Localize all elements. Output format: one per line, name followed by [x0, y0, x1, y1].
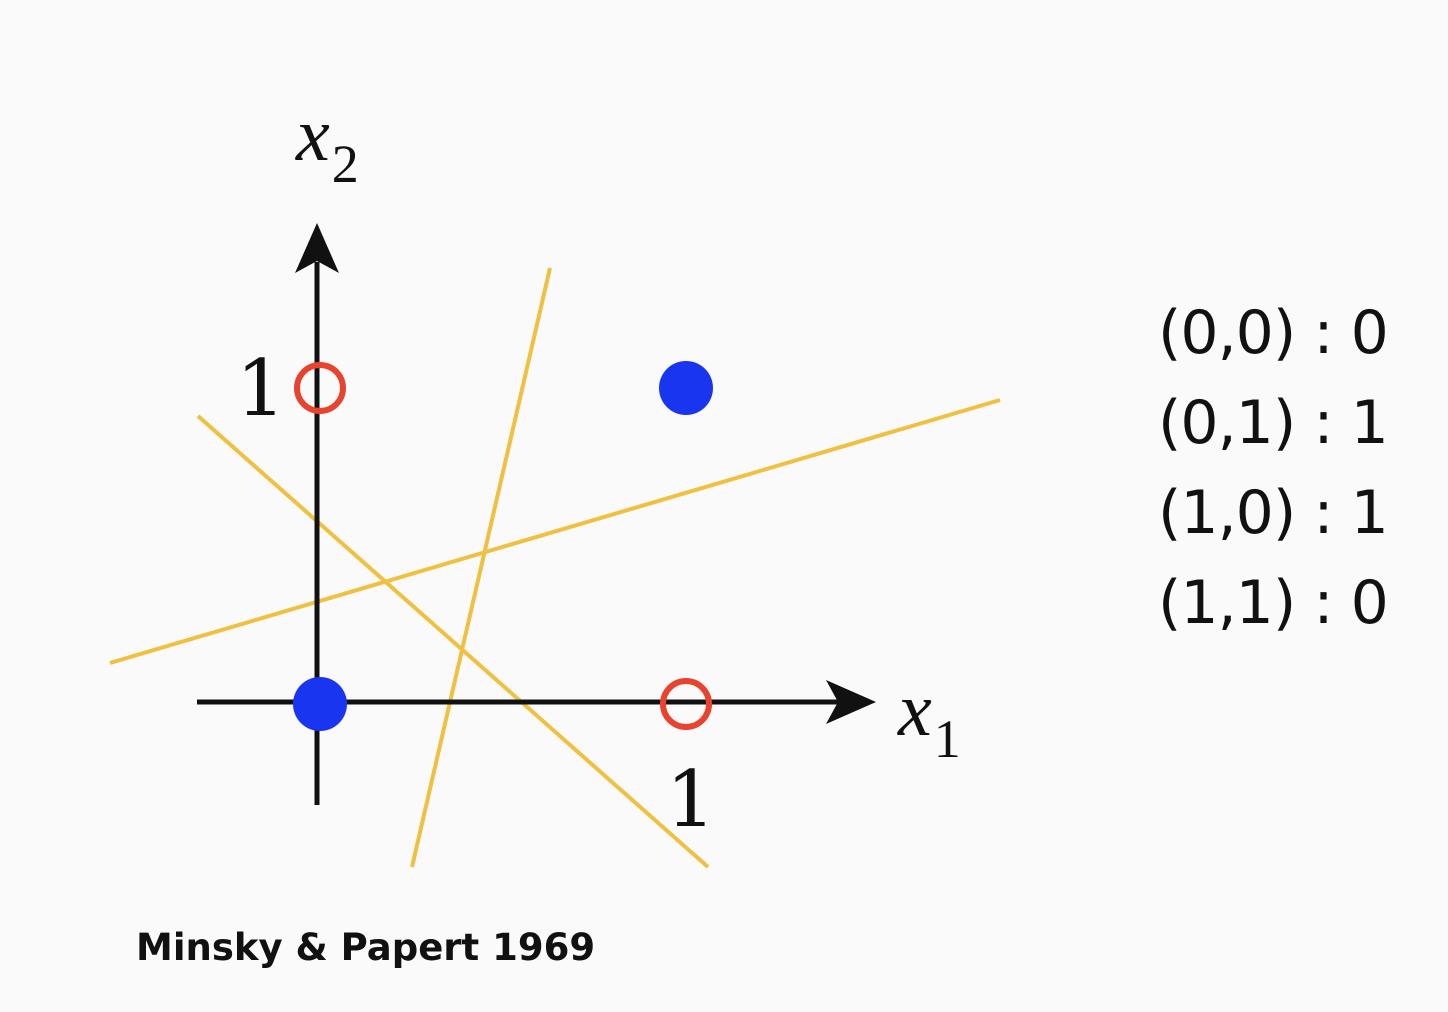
citation-caption: Minsky & Papert 1969	[136, 926, 596, 969]
hollow-point	[294, 362, 346, 414]
truth-table: (0,0) : 0 (0,1) : 1 (1,0) : 1 (1,1) : 0	[1158, 288, 1389, 648]
truth-table-row: (0,1) : 1	[1158, 388, 1389, 458]
x2-axis-arrowhead	[295, 223, 339, 273]
x1-tick-label: 1	[666, 755, 716, 845]
filled-point	[659, 361, 713, 415]
x1-axis-label: x1	[897, 668, 961, 769]
candidate-line-steep	[410, 267, 552, 868]
x1-axis-arrowhead	[826, 680, 876, 724]
filled-point	[293, 677, 347, 731]
x2-axis-label: x2	[295, 93, 359, 194]
truth-table-row: (1,0) : 1	[1158, 478, 1389, 548]
candidate-line-shallow	[109, 398, 1001, 665]
truth-table-row: (0,0) : 0	[1158, 298, 1389, 368]
candidate-line-descending	[196, 414, 710, 869]
data-points	[293, 361, 713, 731]
candidate-lines	[109, 267, 1001, 869]
truth-table-row: (1,1) : 0	[1158, 568, 1389, 638]
axes	[197, 262, 840, 805]
x2-tick-label: 1	[236, 344, 286, 434]
hollow-point	[660, 678, 712, 730]
